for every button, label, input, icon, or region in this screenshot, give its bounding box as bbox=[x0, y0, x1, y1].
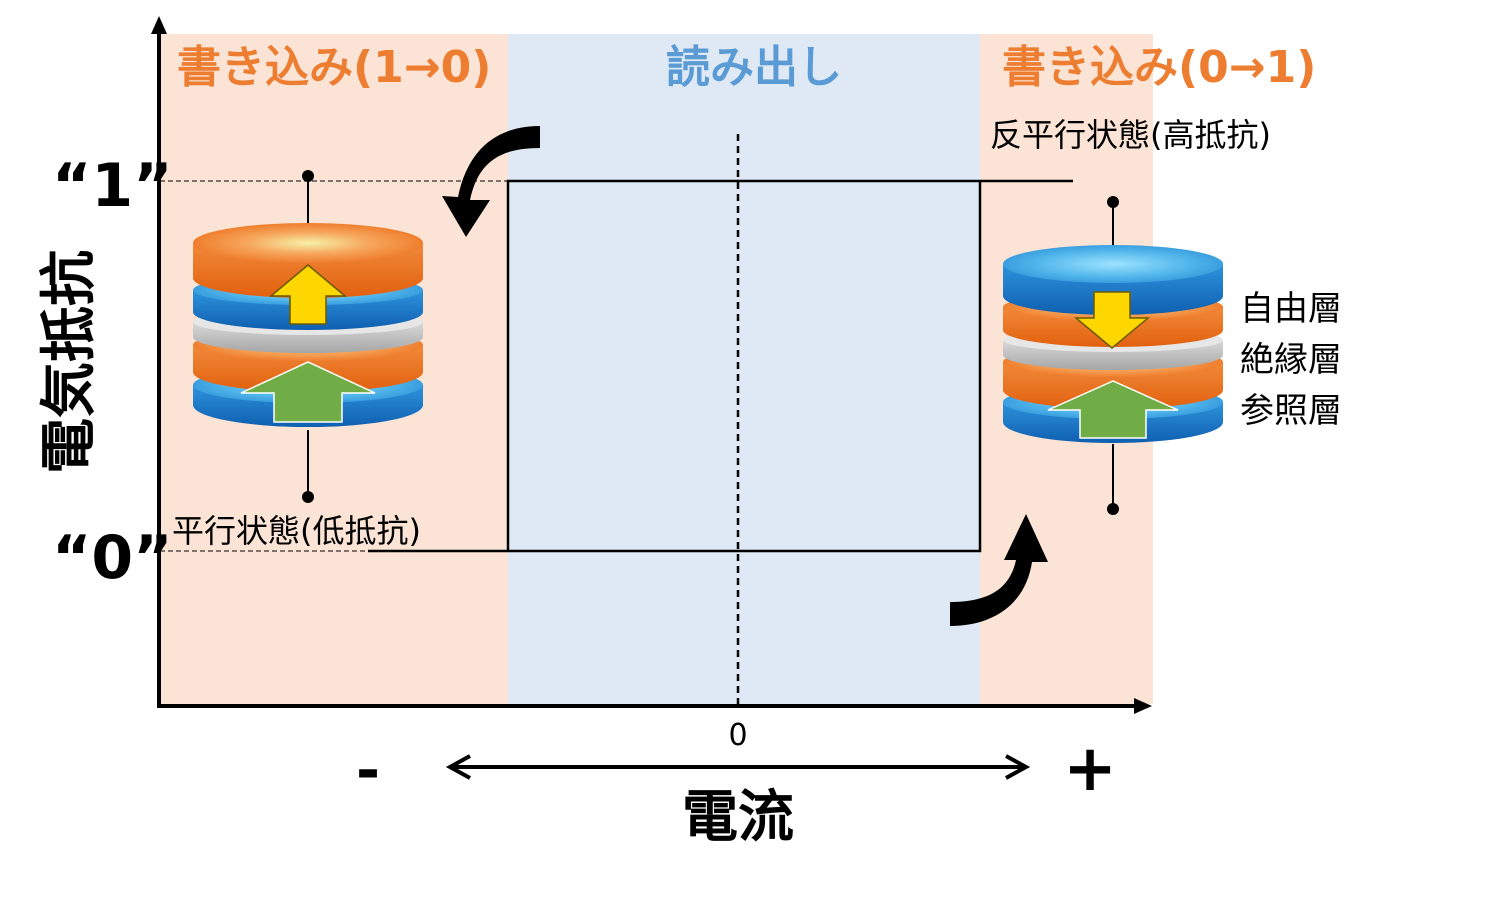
parallel-state-label: 平行状態(低抵抗) bbox=[172, 512, 421, 550]
mtj-antiparallel-icon bbox=[1003, 196, 1223, 515]
double-headed-arrow-icon bbox=[445, 754, 1031, 780]
insulating-layer-label: 絶縁層 bbox=[1240, 340, 1342, 380]
free-layer-label: 自由層 bbox=[1240, 289, 1342, 329]
free-layer-arrow-up-icon bbox=[268, 264, 348, 325]
mtj-parallel-icon bbox=[193, 170, 423, 503]
hysteresis-loop bbox=[368, 179, 1073, 553]
read-region-title: 読み出し bbox=[666, 42, 842, 93]
free-layer-arrow-down-icon bbox=[1073, 291, 1151, 349]
curved-arrow-down-icon bbox=[442, 126, 540, 237]
reference-layer-arrow-up-icon bbox=[1047, 380, 1179, 439]
x-axis-arrowhead bbox=[1134, 698, 1152, 714]
level-1-label: “1” bbox=[52, 151, 173, 221]
y-axis-arrowhead bbox=[151, 16, 167, 34]
antiparallel-state-label: 反平行状態(高抵抗) bbox=[990, 116, 1271, 154]
reference-layer-label: 参照層 bbox=[1240, 391, 1342, 431]
x-axis-plus-label: + bbox=[1063, 732, 1117, 806]
reference-layer-arrow-up-icon bbox=[240, 361, 376, 423]
x-axis-title: 電流 bbox=[682, 785, 794, 850]
x-axis-zero-label: 0 bbox=[728, 718, 747, 753]
read-region-bg bbox=[508, 34, 980, 704]
level-0-label: “0” bbox=[52, 523, 173, 593]
curved-arrow-up-icon bbox=[950, 514, 1048, 626]
write-region-right-title: 書き込み(0→1) bbox=[1002, 42, 1316, 93]
write-region-left-title: 書き込み(1→0) bbox=[177, 42, 491, 93]
y-axis-title: 電気抵抗 bbox=[37, 250, 102, 474]
x-axis-minus-label: - bbox=[356, 736, 380, 804]
